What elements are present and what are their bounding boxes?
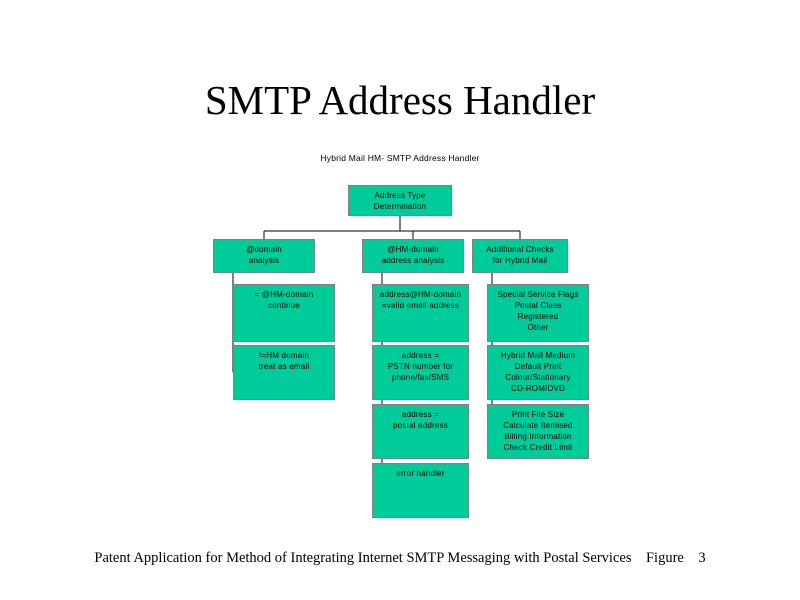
flowchart-node-b1: @domain analysis [213, 239, 315, 273]
flowchart-node-b3c3: Print File Size Calculate Itemised Billi… [487, 404, 589, 459]
flowchart-node-b2c2: address = PSTN number for phone/fax/SMS [372, 345, 469, 400]
flowchart-node-b2c3: address = postal address [372, 404, 469, 459]
page-title: SMTP Address Handler [204, 77, 596, 123]
page-subtitle: Hybrid Mail HM- SMTP Address Handler [320, 153, 480, 163]
flowchart-node-b3c1: Special Service Flags Postal Class Regis… [487, 284, 589, 342]
flowchart-node-b1c2: !=HM domain treat as email [233, 345, 335, 400]
flowchart-node-b2c4: error handler [372, 463, 469, 518]
flowchart-node-b3: Additional Checks for Hybrid Mail [472, 239, 568, 273]
flowchart-node-b1c1: = @HM-domain continue [233, 284, 335, 342]
slide-footer: Patent Application for Method of Integra… [94, 550, 706, 566]
flowchart-node-b3c2: Hybrid Mail Medium Default Print Colour/… [487, 345, 589, 400]
flowchart-node-b2: @HM-domain address analysis [362, 239, 464, 273]
flowchart-node-root: Address Type Determination [348, 185, 452, 216]
flowchart-node-b2c1: address@HM-domain =valid email address [372, 284, 469, 342]
